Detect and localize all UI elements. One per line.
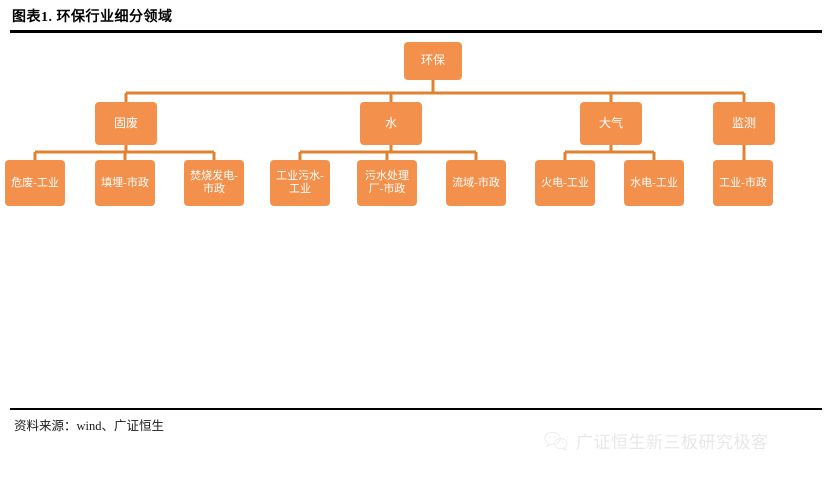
watermark: 广证恒生新三板研究极客	[543, 428, 769, 453]
node-sewage-plant-municipal[interactable]: 污水处理厂-市政	[357, 160, 417, 206]
node-incineration-power-municipal[interactable]: 焚烧发电-市政	[184, 160, 244, 206]
source-note: 资料来源：wind、广证恒生	[14, 419, 165, 433]
node-hydro-power-industry[interactable]: 水电-工业	[624, 160, 684, 206]
node-watershed-municipal[interactable]: 流域-市政	[446, 160, 506, 206]
node-root[interactable]: 环保	[404, 42, 462, 80]
node-industrial-municipal[interactable]: 工业-市政	[713, 160, 773, 206]
node-landfill-municipal[interactable]: 填埋-市政	[95, 160, 155, 206]
wechat-icon	[544, 431, 568, 451]
org-chart: 环保 固废 水 大气 监测 危废-工业 填埋-市政 焚烧发电-市政 工业污水-工…	[5, 42, 775, 206]
node-thermal-power-industry[interactable]: 火电-工业	[535, 160, 595, 206]
node-monitoring[interactable]: 监测	[713, 102, 775, 145]
source-rule	[10, 408, 822, 410]
page-title: 图表1. 环保行业细分领域	[12, 10, 173, 25]
title-rule	[10, 30, 822, 33]
node-industrial-sewage-industry[interactable]: 工业污水-工业	[270, 160, 330, 206]
node-air[interactable]: 大气	[580, 102, 642, 145]
watermark-text: 广证恒生新三板研究极客	[576, 433, 769, 452]
node-solid-waste[interactable]: 固废	[95, 102, 157, 145]
node-hazardous-waste-industry[interactable]: 危废-工业	[5, 160, 65, 206]
connector-lines	[33, 80, 746, 160]
node-water[interactable]: 水	[360, 102, 422, 145]
